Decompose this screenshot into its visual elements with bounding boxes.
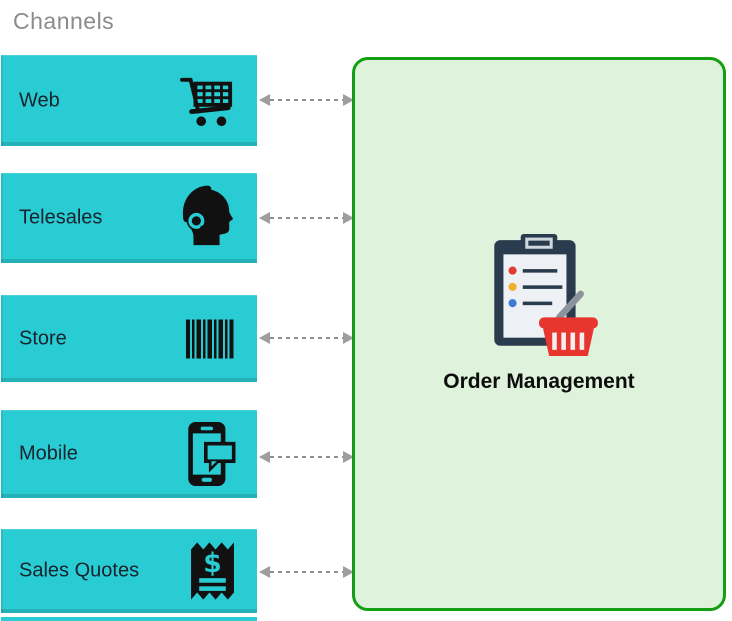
connector-arrow-store <box>259 332 354 344</box>
connector-arrow-mobile <box>259 451 354 463</box>
channel-node-cropped <box>1 617 257 621</box>
channel-label: Store <box>19 327 67 349</box>
channel-label: Web <box>19 89 60 111</box>
connector-arrow-telesales <box>259 212 354 224</box>
receipt-dollar-icon: $ <box>189 540 236 602</box>
headset-agent-icon <box>178 185 236 251</box>
channel-label: Sales Quotes <box>19 559 140 582</box>
channel-label: Telesales <box>19 206 103 229</box>
svg-text:$: $ <box>203 548 221 579</box>
channel-node-mobile: Mobile <box>1 410 257 498</box>
shopping-cart-icon <box>178 74 236 128</box>
diagram-title: Channels <box>13 8 115 34</box>
order-management-label: Order Management <box>443 370 635 393</box>
clipboard-basket-icon <box>476 232 602 363</box>
channel-node-web: Web <box>1 55 257 146</box>
barcode-icon <box>186 319 236 358</box>
channel-node-sales-quotes: Sales Quotes $ <box>1 529 257 613</box>
channel-label: Mobile <box>19 442 78 465</box>
channel-node-telesales: Telesales <box>1 173 257 263</box>
connector-arrow-web <box>259 94 354 106</box>
channel-node-store: Store <box>1 295 257 382</box>
smartphone-chat-icon <box>188 422 236 486</box>
connector-arrow-sales-quotes <box>259 566 354 578</box>
order-management-node: Order Management <box>352 57 726 611</box>
